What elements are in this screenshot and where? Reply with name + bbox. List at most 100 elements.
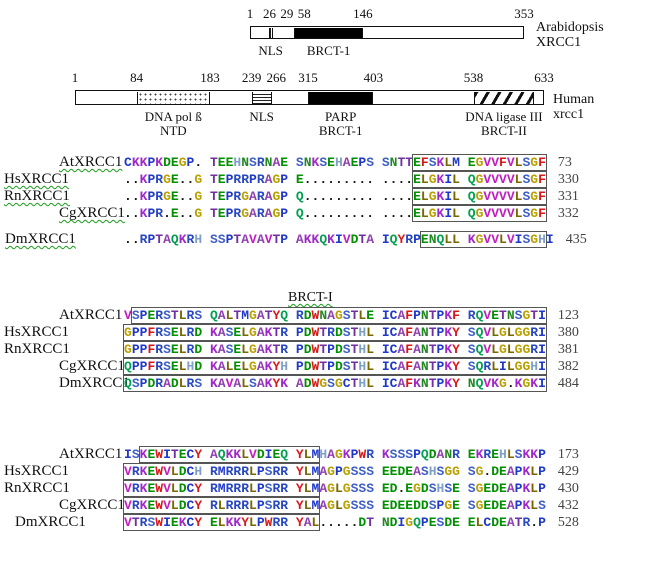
domain-PARP-BRCT-1 [308,91,374,104]
residue-char: I [514,232,523,247]
residue-char: A [413,359,421,374]
residue-char: Y [194,447,203,462]
sequence-text: VSPERSTLRS QALTMGATYQ RDWNAGSTLE ICAFPNT… [124,307,547,324]
residue-char: L [217,515,226,530]
column-space [288,206,296,221]
gap-char: . [366,206,374,221]
sequence-text: CKKPKDEGP. TEEHNSRNAE SNKSEHAEPS SNTTEFS… [124,154,547,171]
domain-label-line: BRCT-1 [306,43,351,58]
residue-char: E [217,172,226,187]
residue-char: E [147,447,156,462]
column-space [288,359,296,374]
sequence-text: GPPFRSELRD KASELGAKTR PDWTPDSTHL ICAFANT… [123,341,547,358]
residue-char: A [163,232,171,247]
residue-char: R [483,359,492,374]
column-space [202,464,210,479]
residue-char: C [186,515,195,530]
residue-char: P [256,481,265,496]
residue-char: L [334,498,343,513]
alignment-row: DmXRCC1..RPTAQKRH SSPTAVAVTP AKKQKIVDTA … [2,231,645,248]
residue-char: G [334,447,343,462]
residue-char: A [342,155,351,170]
residue-char: R [155,172,164,187]
residue-char: Q [475,308,484,323]
residue-char: D [194,325,203,340]
residue-char: S [514,308,523,323]
residue-char: T [397,155,406,170]
residue-char: E [467,447,476,462]
gap-char: . [131,232,140,247]
residue-char: F [405,308,414,323]
column-space [460,189,468,204]
residue-char: Q [295,189,304,204]
residue-char: S [163,359,171,374]
residue-char: R [530,342,539,357]
residue-char: V [163,464,171,479]
gap-char: . [397,189,406,204]
residue-char: T [358,232,367,247]
residue-char: D [491,515,499,530]
column-space [460,155,468,170]
residue-char: Q [475,359,484,374]
residue-char: D [194,342,203,357]
column-space [288,515,296,530]
residue-char: L [444,155,453,170]
residue-char: P [538,447,546,462]
residue-char: A [397,342,406,357]
column-space [202,189,210,204]
residue-char: R [186,376,195,391]
residue-char: P [295,342,304,357]
gap-char: . [405,172,414,187]
column-space [288,481,296,496]
gap-char: . [342,515,351,530]
residue-char: S [131,447,140,462]
residue-number: 484 [557,376,579,391]
residue-char: W [311,359,320,374]
residue-char: E [413,172,421,187]
column-space [288,464,296,479]
gap-char: . [506,376,515,391]
column-space [288,308,296,323]
residue-char: E [381,464,390,479]
residue-number: 528 [557,515,579,530]
residue-char: T [514,515,523,530]
residue-char: K [530,447,539,462]
residue-char: D [413,498,421,513]
domain-label-line: BRCT-II [481,123,527,138]
residue-char: K [225,515,234,530]
residue-char: D [178,498,187,513]
residue-number: 380 [557,325,579,340]
residue-char: I [444,189,453,204]
residue-char: I [124,447,132,462]
residue-char: P [225,206,234,221]
column-space [202,325,210,340]
sequence-text: VRKEWVLDCY RLRRRLPSRR YLMAGLGSSS EDEEDDS… [122,497,546,514]
residue-char: T [530,308,539,323]
residue-char: S [428,481,437,496]
residue-char: S [342,308,351,323]
residue-char: S [249,155,257,170]
residue-char: T [350,359,359,374]
residue-char: V [124,498,132,513]
residue-char: K [436,172,445,187]
residue-char: R [256,206,265,221]
residue-char: V [249,232,257,247]
residue-char: A [506,515,515,530]
scale-tick: 183 [200,70,220,85]
gap-char: . [405,189,414,204]
column-space [374,498,382,513]
residue-char: E [499,498,507,513]
residue-char: D [178,481,187,496]
residue-char: S [163,342,171,357]
residue-char: R [295,308,304,323]
residue-char: R [233,206,242,221]
gap-char: . [334,206,343,221]
conserved-box: VTRSWIEKCY ELKKYLPWRR YAL [122,514,321,531]
residue-char: R [225,498,234,513]
residue-char: A [319,498,328,513]
residue-char: K [444,325,453,340]
